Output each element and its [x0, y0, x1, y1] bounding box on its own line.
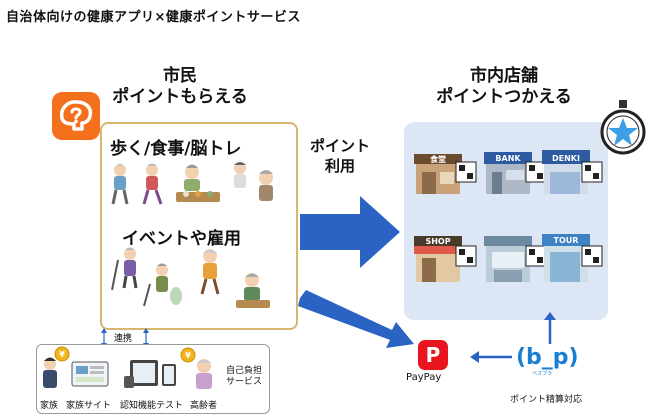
self-pay-line2: サービス	[226, 377, 263, 387]
tablet-devices	[124, 360, 176, 388]
citizen-heading-line1: 市民	[163, 66, 197, 86]
shop-heading: 市内店舗 ポイントつかえる	[404, 66, 604, 108]
activity-primary: 歩く/食事/脳トレ	[110, 139, 242, 159]
shop-illustrations: 食堂 BANK DENKI SHOP TOU	[414, 150, 603, 282]
brain-app-icon	[52, 92, 100, 140]
citizen-heading-line2: ポイントもらえる	[112, 87, 248, 107]
bank-shop	[484, 152, 532, 194]
barber-shop	[484, 236, 532, 282]
point-use-label: ポイント 利用	[305, 136, 375, 176]
travel-shop	[542, 234, 590, 282]
bp-to-paypay-arrow	[470, 351, 512, 363]
citizen-heading: 市民 ポイントもらえる	[110, 66, 250, 108]
general-shop	[414, 236, 462, 282]
elderly-walker-figure	[111, 163, 129, 205]
electronics-shop	[542, 150, 590, 194]
link-label: 連携	[114, 334, 133, 344]
family-site-label: 家族サイト	[66, 401, 112, 411]
family-illustrations: ¥ ¥	[43, 346, 212, 389]
self-pay-line1: 自己負担	[226, 366, 263, 376]
family-site-screen	[71, 361, 109, 387]
shop2-sign: BANK	[495, 154, 521, 163]
point-use-line2: 利用	[324, 157, 355, 175]
bp-up-arrow	[544, 312, 556, 344]
family-member-figure	[43, 357, 57, 388]
activity-secondary: イベントや雇用	[122, 229, 241, 249]
point-use-line1: ポイント	[309, 137, 370, 155]
yen-symbol-left: ¥	[59, 350, 65, 359]
shop3-sign: DENKI	[552, 154, 580, 163]
cleanup-event-figure	[143, 263, 182, 307]
shop-heading-line2: ポイントつかえる	[436, 87, 572, 107]
cognitive-test-label: 認知機能テスト	[120, 401, 184, 411]
meal-illustration	[176, 164, 220, 202]
bp-logo-subtext: ベスプラ	[532, 371, 553, 377]
paypay-label: PayPay	[406, 372, 442, 383]
paypay-logo-icon: P	[418, 340, 448, 370]
elderly-figure	[196, 359, 212, 389]
shop-heading-line1: 市内店舗	[470, 66, 538, 86]
elderly-walker-figure	[142, 163, 163, 205]
citizen-activity-box	[100, 122, 298, 330]
worker-figure	[236, 273, 270, 308]
cleanup-event-figure	[111, 247, 138, 291]
worker-figure	[200, 249, 220, 295]
yen-symbol-right: ¥	[185, 351, 191, 360]
yen-coin-icon: ¥	[180, 347, 196, 363]
family-label: 家族	[40, 401, 59, 411]
shop1-sign: 食堂	[430, 154, 446, 164]
star-medal-icon	[600, 100, 646, 155]
shop4-sign: SHOP	[425, 237, 450, 246]
paypay-logo-char: P	[425, 343, 441, 367]
restaurant-shop	[414, 154, 462, 194]
elderly-label: 高齢者	[190, 401, 218, 411]
brain-training-figure	[234, 162, 273, 201]
settlement-caption: ポイント精算対応	[510, 395, 583, 405]
page-title: 自治体向けの健康アプリ×健康ポイントサービス	[6, 10, 301, 25]
yen-coin-icon: ¥	[54, 346, 70, 362]
paypay-arrow	[298, 290, 414, 348]
citizen-illustrations	[111, 162, 273, 308]
shop6-sign: TOUR	[554, 236, 579, 245]
point-use-arrow	[300, 196, 400, 268]
bp-logo: (b_p)	[516, 345, 579, 370]
self-pay-service: 自己負担 サービス	[226, 366, 262, 388]
